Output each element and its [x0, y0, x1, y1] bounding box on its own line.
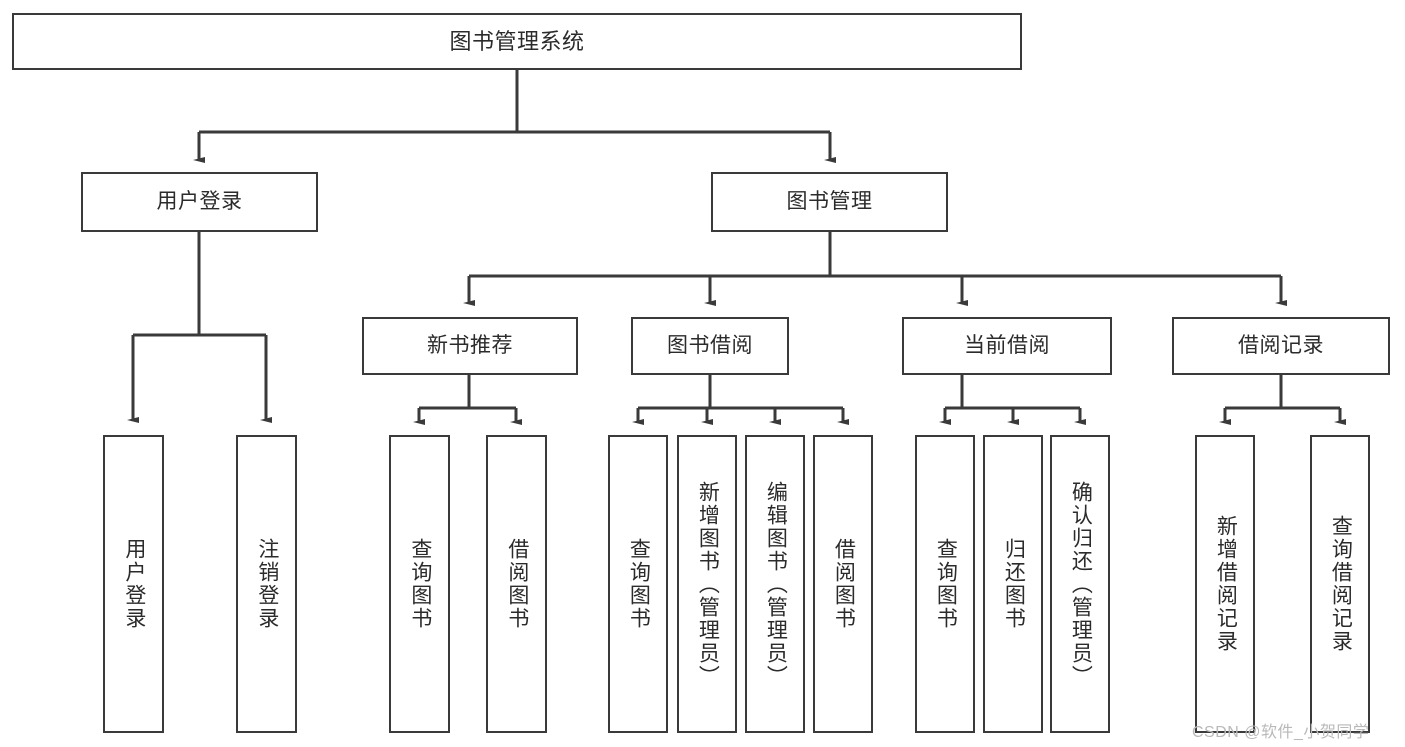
node-leaf-return-book-label: 归还图书 — [1002, 538, 1026, 630]
node-new-book-recommend-label: 新书推荐 — [427, 333, 513, 357]
node-leaf-borrow-book-2-label: 借阅图书 — [832, 538, 856, 630]
node-leaf-user-login-label: 用户登录 — [122, 538, 146, 630]
node-leaf-add-book-label: 新增图书（管理员） — [696, 480, 720, 688]
node-book-borrow-label: 图书借阅 — [667, 333, 753, 357]
node-book-manage[interactable]: 图书管理 — [711, 172, 948, 232]
node-book-manage-label: 图书管理 — [786, 189, 873, 213]
node-leaf-logout[interactable]: 注销登录 — [236, 435, 297, 733]
node-leaf-user-login[interactable]: 用户登录 — [103, 435, 164, 733]
node-leaf-query-book-2[interactable]: 查询图书 — [608, 435, 668, 733]
node-root[interactable]: 图书管理系统 — [12, 13, 1022, 70]
node-book-borrow[interactable]: 图书借阅 — [631, 317, 789, 375]
node-current-borrow[interactable]: 当前借阅 — [902, 317, 1112, 375]
node-leaf-query-book-1-label: 查询图书 — [408, 538, 432, 630]
node-leaf-query-book-1[interactable]: 查询图书 — [389, 435, 450, 733]
node-leaf-query-book-2-label: 查询图书 — [627, 538, 651, 630]
node-current-borrow-label: 当前借阅 — [964, 333, 1050, 357]
node-user-login-label: 用户登录 — [156, 189, 243, 213]
node-leaf-query-book-3[interactable]: 查询图书 — [915, 435, 975, 733]
node-borrow-record-label: 借阅记录 — [1238, 333, 1324, 357]
node-leaf-logout-label: 注销登录 — [255, 538, 279, 630]
node-leaf-query-record[interactable]: 查询借阅记录 — [1310, 435, 1370, 733]
node-leaf-add-book[interactable]: 新增图书（管理员） — [677, 435, 737, 733]
csdn-watermark: CSDN @软件_小贺同学 — [1192, 724, 1370, 741]
node-leaf-add-record[interactable]: 新增借阅记录 — [1195, 435, 1255, 733]
node-root-label: 图书管理系统 — [449, 28, 585, 54]
node-leaf-confirm-return-label: 确认归还（管理员） — [1069, 480, 1093, 688]
node-leaf-edit-book-label: 编辑图书（管理员） — [764, 480, 788, 688]
node-leaf-edit-book[interactable]: 编辑图书（管理员） — [745, 435, 805, 733]
node-leaf-borrow-book-1[interactable]: 借阅图书 — [486, 435, 547, 733]
node-leaf-borrow-book-2[interactable]: 借阅图书 — [813, 435, 873, 733]
node-user-login[interactable]: 用户登录 — [81, 172, 318, 232]
node-leaf-confirm-return[interactable]: 确认归还（管理员） — [1050, 435, 1110, 733]
node-borrow-record[interactable]: 借阅记录 — [1172, 317, 1390, 375]
node-leaf-borrow-book-1-label: 借阅图书 — [505, 538, 529, 630]
node-leaf-query-record-label: 查询借阅记录 — [1329, 515, 1353, 653]
node-leaf-return-book[interactable]: 归还图书 — [983, 435, 1043, 733]
node-new-book-recommend[interactable]: 新书推荐 — [362, 317, 578, 375]
node-leaf-query-book-3-label: 查询图书 — [934, 538, 958, 630]
node-leaf-add-record-label: 新增借阅记录 — [1214, 515, 1238, 653]
